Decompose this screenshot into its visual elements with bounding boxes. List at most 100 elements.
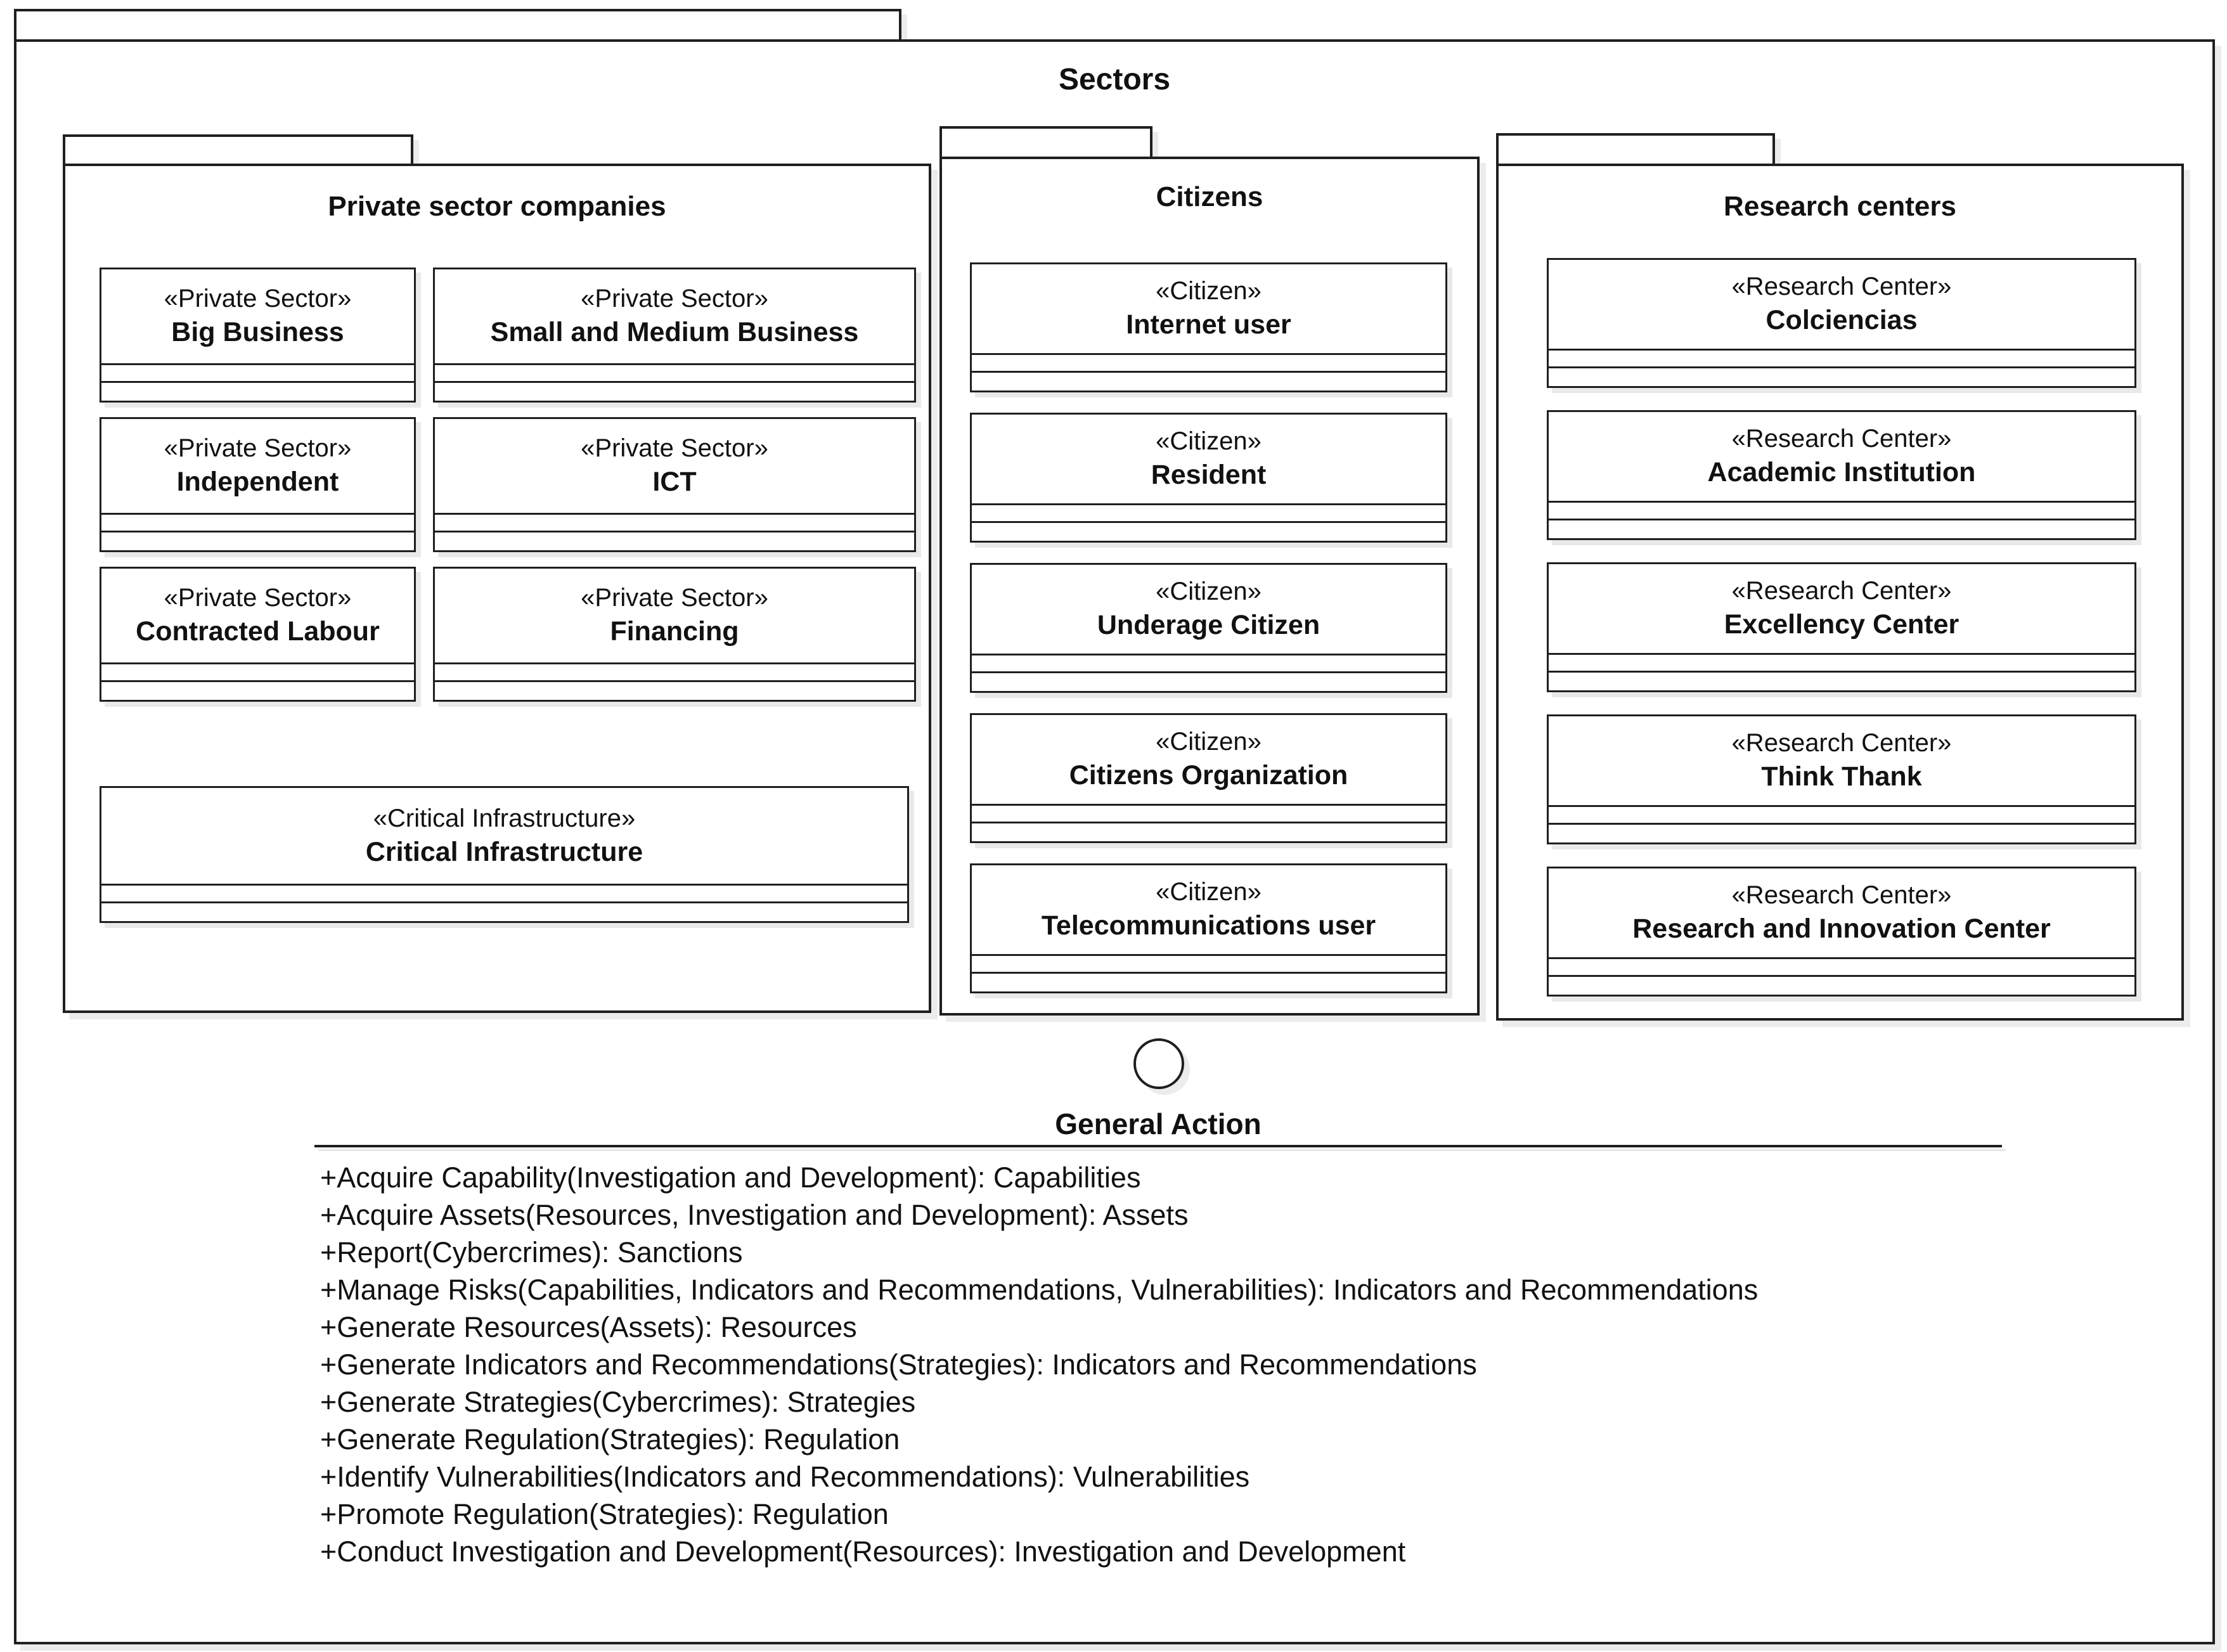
uml-class-box: «Private Sector» Big Business bbox=[100, 268, 416, 403]
class-operations-compartment bbox=[1549, 368, 2134, 386]
class-operations-compartment bbox=[972, 823, 1445, 841]
class-name-compartment: «Private Sector» Contracted Labour bbox=[101, 569, 414, 664]
class-attributes-compartment bbox=[1549, 351, 2134, 368]
interface-operation: +Conduct Investigation and Development(R… bbox=[320, 1535, 1406, 1568]
class-stereotype: «Research Center» bbox=[1731, 577, 1952, 605]
interface-operation: +Promote Regulation(Strategies): Regulat… bbox=[320, 1498, 889, 1530]
private-package-tab bbox=[63, 134, 413, 164]
interface-operation: +Manage Risks(Capabilities, Indicators a… bbox=[320, 1274, 1759, 1306]
research-package-tab bbox=[1496, 133, 1775, 164]
class-stereotype: «Citizen» bbox=[1156, 578, 1262, 606]
uml-class-box: «Critical Infrastructure» Critical Infra… bbox=[100, 786, 909, 923]
uml-class-box: «Research Center» Colciencias bbox=[1547, 258, 2136, 388]
class-stereotype: «Research Center» bbox=[1731, 881, 1952, 910]
class-name: Critical Infrastructure bbox=[365, 836, 643, 867]
class-attributes-compartment bbox=[972, 655, 1445, 673]
class-name: Resident bbox=[1151, 460, 1267, 491]
class-name: Excellency Center bbox=[1724, 609, 1959, 640]
class-operations-compartment bbox=[101, 903, 907, 921]
uml-class-box: «Research Center» Think Thank bbox=[1547, 714, 2136, 844]
citizens-classes-stack: «Citizen» Internet user «Citizen» Reside… bbox=[970, 262, 1447, 993]
uml-class-box: «Research Center» Academic Institution bbox=[1547, 410, 2136, 540]
class-attributes-compartment bbox=[435, 664, 914, 682]
class-attributes-compartment bbox=[101, 886, 907, 903]
class-name: Small and Medium Business bbox=[490, 317, 859, 348]
uml-class-box: «Private Sector» ICT bbox=[433, 417, 916, 552]
class-name-compartment: «Research Center» Research and Innovatio… bbox=[1549, 868, 2134, 959]
private-classes-grid: «Private Sector» Big Business «Private S… bbox=[100, 268, 916, 702]
research-package-title: Research centers bbox=[1724, 191, 1956, 222]
private-package-body: Private sector companies «Private Sector… bbox=[63, 164, 931, 1013]
class-stereotype: «Citizen» bbox=[1156, 277, 1262, 306]
interface-operation: +Generate Indicators and Recommendations… bbox=[320, 1348, 1477, 1381]
class-stereotype: «Private Sector» bbox=[164, 285, 352, 313]
class-attributes-compartment bbox=[1549, 503, 2134, 520]
class-operations-compartment bbox=[1549, 673, 2134, 690]
class-name-compartment: «Citizen» Telecommunications user bbox=[972, 865, 1445, 956]
interface-name: General Action bbox=[1055, 1107, 1262, 1140]
class-name: ICT bbox=[652, 467, 697, 498]
class-name: Underage Citizen bbox=[1097, 610, 1320, 641]
class-operations-compartment bbox=[435, 682, 914, 700]
citizens-package-body: Citizens «Citizen» Internet user «Citize… bbox=[939, 157, 1480, 1016]
class-attributes-compartment bbox=[972, 956, 1445, 974]
class-name-compartment: «Research Center» Colciencias bbox=[1549, 260, 2134, 351]
class-stereotype: «Private Sector» bbox=[164, 584, 352, 612]
class-name: Think Thank bbox=[1761, 761, 1922, 792]
class-attributes-compartment bbox=[972, 806, 1445, 823]
class-name: Academic Institution bbox=[1707, 457, 1976, 488]
citizens-package-tab bbox=[939, 126, 1152, 157]
uml-class-box: «Research Center» Research and Innovatio… bbox=[1547, 867, 2136, 997]
class-operations-compartment bbox=[435, 532, 914, 550]
class-operations-compartment bbox=[972, 673, 1445, 691]
class-operations-compartment bbox=[1549, 520, 2134, 538]
class-operations-compartment bbox=[435, 383, 914, 401]
uml-class-box: «Citizen» Internet user bbox=[970, 262, 1447, 392]
class-name: Contracted Labour bbox=[136, 616, 380, 647]
class-operations-compartment bbox=[1549, 825, 2134, 842]
class-stereotype: «Research Center» bbox=[1731, 273, 1952, 301]
class-name: Independent bbox=[176, 467, 339, 498]
interface-separator-line bbox=[314, 1145, 2002, 1147]
class-name: Financing bbox=[610, 616, 739, 647]
class-name: Big Business bbox=[171, 317, 344, 348]
sectors-package-title: Sectors bbox=[1058, 63, 1171, 96]
uml-class-box: «Citizen» Telecommunications user bbox=[970, 863, 1447, 993]
class-stereotype: «Critical Infrastructure» bbox=[373, 804, 636, 832]
research-package-body: Research centers «Research Center» Colci… bbox=[1496, 164, 2184, 1021]
class-name: Research and Innovation Center bbox=[1632, 913, 2051, 945]
interface-lollipop-icon bbox=[1133, 1038, 1184, 1089]
class-operations-compartment bbox=[972, 373, 1445, 390]
interface-operation: +Acquire Capability(Investigation and De… bbox=[320, 1161, 1141, 1194]
interface-operation: +Generate Regulation(Strategies): Regula… bbox=[320, 1423, 900, 1455]
class-name-compartment: «Private Sector» Financing bbox=[435, 569, 914, 664]
uml-class-box: «Private Sector» Small and Medium Busine… bbox=[433, 268, 916, 403]
class-stereotype: «Citizen» bbox=[1156, 427, 1262, 456]
class-stereotype: «Private Sector» bbox=[581, 285, 768, 313]
class-name: Internet user bbox=[1126, 309, 1291, 340]
class-stereotype: «Citizen» bbox=[1156, 728, 1262, 756]
research-classes-stack: «Research Center» Colciencias «Research … bbox=[1547, 258, 2136, 997]
citizens-package-title: Citizens bbox=[1156, 181, 1263, 212]
class-name-compartment: «Citizen» Resident bbox=[972, 415, 1445, 505]
class-name-compartment: «Critical Infrastructure» Critical Infra… bbox=[101, 788, 907, 886]
uml-class-box: «Private Sector» Contracted Labour bbox=[100, 567, 416, 702]
class-operations-compartment bbox=[972, 974, 1445, 991]
interface-operation: +Generate Strategies(Cybercrimes): Strat… bbox=[320, 1386, 916, 1418]
uml-class-box: «Citizen» Underage Citizen bbox=[970, 563, 1447, 693]
class-stereotype: «Research Center» bbox=[1731, 729, 1952, 758]
uml-class-box: «Private Sector» Financing bbox=[433, 567, 916, 702]
class-attributes-compartment bbox=[101, 515, 414, 532]
class-attributes-compartment bbox=[972, 355, 1445, 373]
uml-class-box: «Private Sector» Independent bbox=[100, 417, 416, 552]
interface-operation: +Report(Cybercrimes): Sanctions bbox=[320, 1236, 743, 1268]
uml-class-box: «Citizen» Resident bbox=[970, 413, 1447, 543]
interface-operations-list: +Acquire Capability(Investigation and De… bbox=[320, 1159, 2197, 1570]
class-stereotype: «Citizen» bbox=[1156, 878, 1262, 907]
class-name-compartment: «Private Sector» ICT bbox=[435, 419, 914, 515]
class-operations-compartment bbox=[1549, 977, 2134, 995]
class-name-compartment: «Private Sector» Independent bbox=[101, 419, 414, 515]
class-name: Colciencias bbox=[1765, 305, 1918, 336]
class-name-compartment: «Citizen» Underage Citizen bbox=[972, 565, 1445, 655]
